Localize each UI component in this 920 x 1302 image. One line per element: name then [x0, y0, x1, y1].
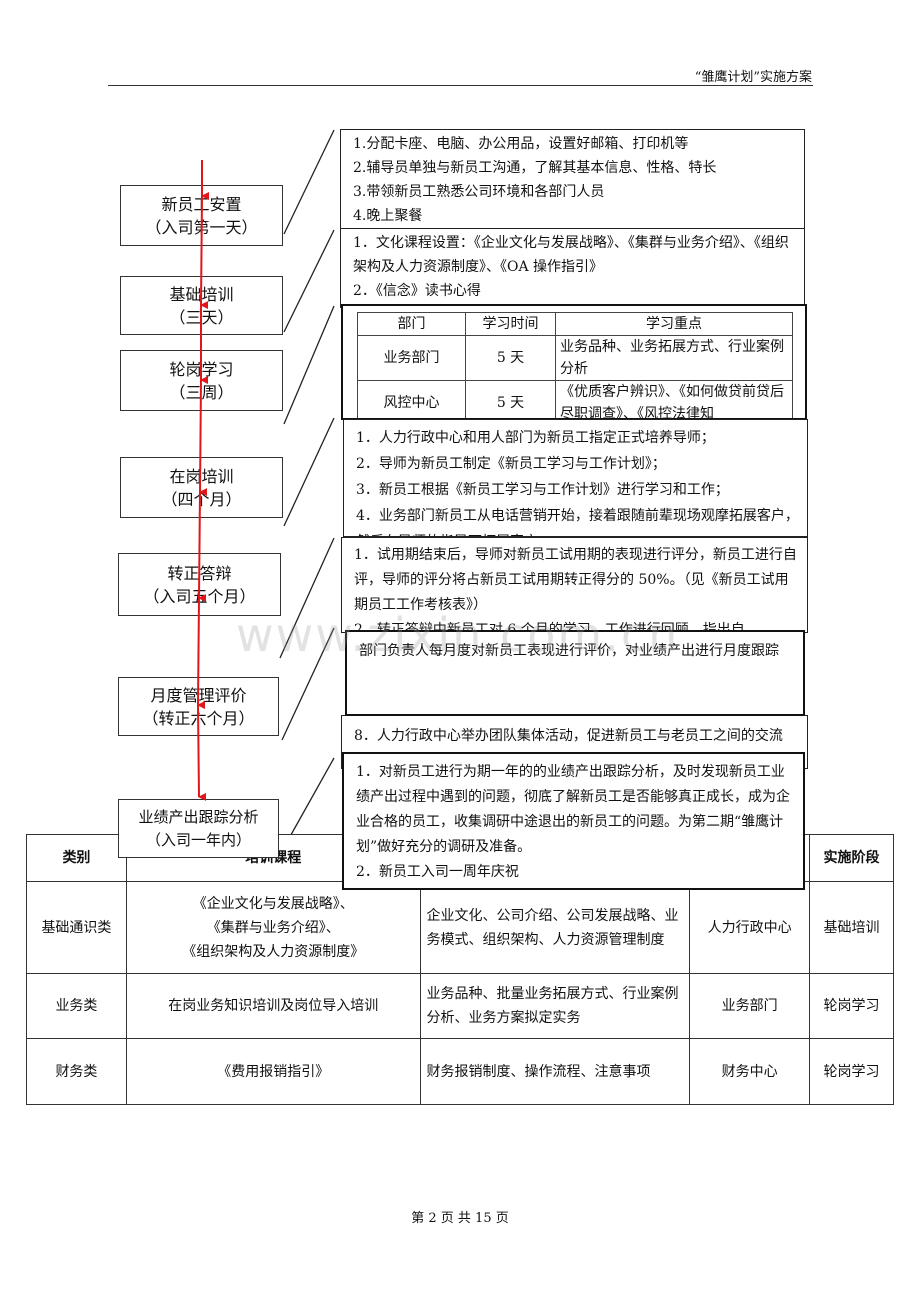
detail-item: 8．人力行政中心举办团队集体活动，促进新员工与老员工之间的交流	[354, 728, 783, 744]
connector-line	[281, 627, 335, 741]
course-line: 《集群与业务介绍》、	[206, 919, 340, 936]
stage-period: （入司五个月）	[143, 586, 256, 606]
course-line: 在岗业务知识培训及岗位导入培训	[168, 998, 379, 1014]
detail-box-settle: 1.分配卡座、电脑、办公用品，设置好邮箱、打印机等 2.辅导员单独与新员工沟通，…	[340, 129, 805, 231]
cell-courses: 《费用报销指引》	[125, 1038, 421, 1105]
stage-period: （四个月）	[161, 489, 242, 509]
connector-line	[283, 229, 335, 333]
stage-name: 转正答辩	[167, 563, 232, 583]
rotation-header-dept: 部门	[357, 312, 466, 336]
cell-content: 财务报销制度、操作流程、注意事项	[419, 1038, 691, 1105]
detail-item: 3.带领新员工熟悉公司环境和各部门人员	[353, 184, 605, 200]
rotation-schedule-table: 部门 学习时间 学习重点 业务部门 5 天 业务品种、业务拓展方式、行业案例分析…	[357, 312, 793, 418]
rotation-dept: 业务部门	[357, 335, 466, 381]
table-row: 财务类 《费用报销指引》 财务报销制度、操作流程、注意事项 财务中心 轮岗学习	[26, 1038, 894, 1105]
course-line: 《企业文化与发展战略》、	[192, 895, 354, 912]
cell-phase: 轮岗学习	[809, 973, 894, 1039]
stage-box-settle: 新员工安置 （入司第一天）	[120, 185, 283, 246]
stage-box-rotation: 轮岗学习 （三周）	[120, 350, 283, 411]
rotation-dept: 风控中心	[357, 380, 466, 418]
stage-box-defense: 转正答辩 （入司五个月）	[118, 553, 281, 616]
detail-item: 1．试用期结束后，导师对新员工试用期的表现进行评分，新员工进行自评，导师的评分将…	[354, 547, 797, 613]
cell-phase: 基础培训	[809, 881, 894, 974]
cell-courses: 在岗业务知识培训及岗位导入培训	[125, 973, 421, 1039]
stage-box-basic-training: 基础培训 （三天）	[120, 276, 283, 335]
detail-item: 部门负责人每月度对新员工表现进行评价，对业绩产出进行月度跟踪	[359, 643, 779, 659]
header-phase: 实施阶段	[809, 834, 894, 882]
connector-line	[283, 129, 335, 235]
detail-item: 2.辅导员单独与新员工沟通，了解其基本信息、性格、特长	[353, 160, 717, 176]
detail-item: 2．新员工入司一周年庆祝	[356, 864, 519, 880]
stage-box-onjob-training: 在岗培训 （四个月）	[120, 457, 283, 518]
stage-name: 轮岗学习	[169, 359, 234, 379]
stage-box-performance-tracking: 业绩产出跟踪分析 （入司一年内）	[118, 799, 279, 858]
stage-period: （入司一年内）	[145, 830, 251, 849]
watermark: www.zixin.com.cn	[236, 608, 680, 662]
cell-owner: 人力行政中心	[689, 881, 811, 974]
detail-box-defense: 1．试用期结束后，导师对新员工试用期的表现进行评分，新员工进行自评，导师的评分将…	[341, 537, 808, 633]
detail-item: 4．业务部门新员工从电话营销开始，接着跟随前辈现场观摩拓展客户，然后在导师的指导…	[356, 508, 799, 536]
cell-category: 基础通识类	[26, 881, 127, 974]
cell-phase: 轮岗学习	[809, 1038, 894, 1105]
detail-item: 2．《信念》读书心得	[353, 283, 481, 299]
cell-category: 财务类	[26, 1038, 127, 1105]
stage-name: 业绩产出跟踪分析	[138, 807, 259, 826]
cell-content: 企业文化、公司介绍、公司发展战略、业务模式、组织架构、人力资源管理制度	[419, 881, 691, 974]
stage-box-monthly-review: 月度管理评价 （转正六个月）	[118, 677, 279, 736]
rotation-time: 5 天	[465, 335, 556, 381]
training-course-table: 类别 培训课程 实施阶段 基础通识类 《企业文化与发展战略》、 《集群与业务介绍…	[26, 834, 894, 1105]
rotation-time: 5 天	[465, 380, 556, 418]
header-rule	[108, 85, 813, 86]
detail-item: 2．导师为新员工制定《新员工学习与工作计划》；	[356, 456, 666, 472]
rotation-header-time: 学习时间	[465, 312, 556, 336]
stage-period: （转正六个月）	[142, 708, 255, 728]
table-row: 基础通识类 《企业文化与发展战略》、 《集群与业务介绍》、 《组织架构及人力资源…	[26, 881, 894, 974]
cell-courses: 《企业文化与发展战略》、 《集群与业务介绍》、 《组织架构及人力资源制度》	[125, 881, 421, 974]
cell-category: 业务类	[26, 973, 127, 1039]
stage-name: 月度管理评价	[150, 685, 247, 705]
stage-period: （入司第一天）	[145, 217, 258, 237]
detail-item: 3．新员工根据《新员工学习与工作计划》进行学习和工作；	[356, 482, 729, 498]
stage-name: 在岗培训	[169, 466, 234, 486]
document-header-title: “雏鹰计划”实施方案	[694, 70, 812, 85]
stage-name: 新员工安置	[161, 194, 242, 214]
rotation-focus: 《优质客户辨识》、《如何做贷前贷后尽职调查》、《风控法律知	[555, 380, 793, 418]
rotation-focus: 业务品种、业务拓展方式、行业案例分析	[555, 335, 793, 381]
cell-content: 业务品种、批量业务拓展方式、行业案例分析、业务方案拟定实务	[419, 973, 691, 1039]
detail-box-performance-tracking: 1．对新员工进行为期一年的的业绩产出跟踪分析，及时发现新员工业绩产出过程中遇到的…	[342, 752, 805, 890]
rotation-row: 风控中心 5 天 《优质客户辨识》、《如何做贷前贷后尽职调查》、《风控法律知	[357, 380, 793, 418]
detail-box-rotation: 部门 学习时间 学习重点 业务部门 5 天 业务品种、业务拓展方式、行业案例分析…	[341, 304, 807, 420]
detail-item: 1．对新员工进行为期一年的的业绩产出跟踪分析，及时发现新员工业绩产出过程中遇到的…	[356, 764, 790, 855]
detail-item: 1．人力行政中心和用人部门为新员工指定正式培养导师；	[356, 430, 715, 446]
rotation-header-focus: 学习重点	[555, 312, 793, 336]
cell-owner: 业务部门	[689, 973, 811, 1039]
connector-line	[283, 305, 335, 425]
stage-period: （三周）	[169, 382, 234, 402]
stage-period: （三天）	[169, 307, 234, 327]
course-line: 《组织架构及人力资源制度》	[182, 943, 365, 960]
header-category: 类别	[26, 834, 127, 882]
connector-line	[279, 537, 335, 659]
detail-item: 1.分配卡座、电脑、办公用品，设置好邮箱、打印机等	[353, 136, 689, 152]
rotation-row: 业务部门 5 天 业务品种、业务拓展方式、行业案例分析	[357, 335, 793, 381]
course-line: 《费用报销指引》	[217, 1063, 330, 1080]
stage-name: 基础培训	[169, 284, 234, 304]
table-row: 业务类 在岗业务知识培训及岗位导入培训 业务品种、批量业务拓展方式、行业案例分析…	[26, 973, 894, 1039]
detail-item: 4.晚上聚餐	[353, 208, 423, 224]
cell-owner: 财务中心	[689, 1038, 811, 1105]
detail-box-basic-training: 1．文化课程设置：《企业文化与发展战略》、《集群与业务介绍》、《组织架构及人力资…	[340, 228, 805, 308]
page-footer: 第 2 页 共 15 页	[411, 1211, 509, 1226]
detail-item: 1．文化课程设置：《企业文化与发展战略》、《集群与业务介绍》、《组织架构及人力资…	[353, 235, 789, 275]
detail-box-monthly-review: 部门负责人每月度对新员工表现进行评价，对业绩产出进行月度跟踪	[345, 630, 805, 716]
detail-box-onjob-training: 1．人力行政中心和用人部门为新员工指定正式培养导师； 2．导师为新员工制定《新员…	[343, 419, 808, 537]
rotation-header-row: 部门 学习时间 学习重点	[357, 312, 793, 336]
detail-item: 2．转正答辩中新员工对 6 个月的学习、工作进行回顾，指出自	[354, 622, 745, 633]
connector-line	[283, 417, 335, 527]
